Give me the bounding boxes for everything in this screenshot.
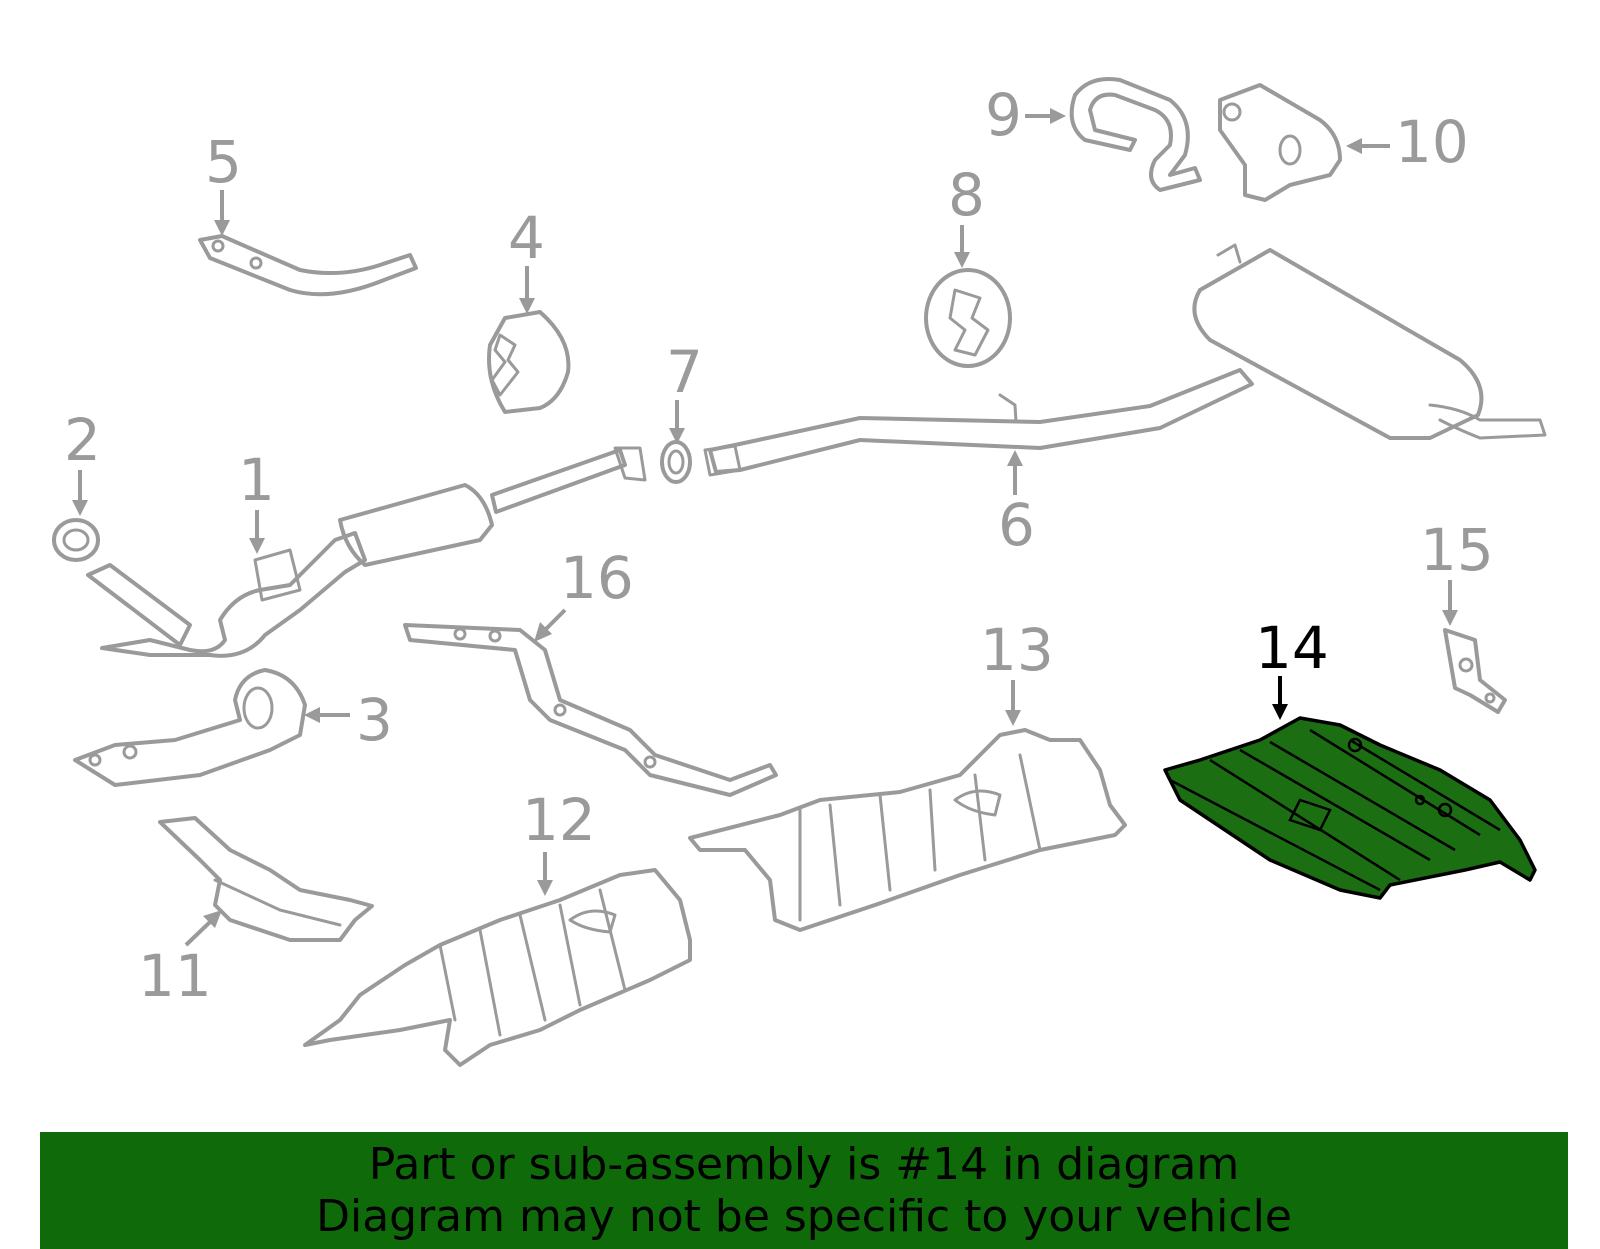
svg-text:4: 4 (508, 204, 545, 272)
svg-text:6: 6 (998, 491, 1035, 559)
callout-1: 1 (238, 446, 275, 554)
part-2-gasket[interactable] (52, 518, 100, 562)
callout-16: 16 (534, 544, 634, 642)
callout-10: 10 (1346, 108, 1469, 176)
callout-14: 14 (1255, 614, 1329, 720)
svg-text:16: 16 (560, 544, 634, 612)
part-16-brace[interactable] (403, 623, 778, 797)
svg-text:13: 13 (980, 616, 1054, 684)
part-11-heat-shield[interactable] (158, 816, 374, 942)
svg-text:10: 10 (1395, 108, 1469, 176)
svg-text:9: 9 (985, 81, 1022, 149)
part-6-center-pipe[interactable] (703, 368, 1254, 477)
info-banner: Part or sub-assembly is #14 in diagram D… (40, 1132, 1568, 1249)
exhaust-parts-diagram: 5 4 2 1 7 (52, 77, 1547, 1067)
svg-text:11: 11 (138, 942, 212, 1010)
svg-text:8: 8 (948, 161, 985, 229)
part-9-hook[interactable] (1069, 77, 1202, 192)
callout-9: 9 (985, 81, 1066, 149)
callout-12: 12 (522, 786, 596, 896)
part-12-heat-shield[interactable] (303, 868, 692, 1067)
svg-text:12: 12 (522, 786, 596, 854)
muffler[interactable] (1192, 243, 1547, 440)
callout-4: 4 (508, 204, 545, 314)
part-8-hanger[interactable] (924, 268, 1012, 368)
svg-text:5: 5 (205, 128, 242, 196)
part-10-bracket[interactable] (1218, 83, 1342, 202)
part-13-heat-shield[interactable] (688, 728, 1127, 932)
svg-text:7: 7 (666, 338, 703, 406)
part-5-bracket[interactable] (198, 234, 418, 297)
callout-6: 6 (998, 450, 1035, 559)
svg-text:2: 2 (64, 406, 101, 474)
callout-3: 3 (304, 686, 393, 754)
callout-15: 15 (1420, 516, 1494, 626)
part-4-hanger[interactable] (487, 310, 571, 414)
part-1-front-pipe[interactable] (86, 446, 647, 658)
callout-8: 8 (948, 161, 985, 268)
part-3-mount[interactable] (73, 668, 307, 787)
svg-text:15: 15 (1420, 516, 1494, 584)
callout-11: 11 (138, 910, 222, 1010)
svg-text:3: 3 (356, 686, 393, 754)
svg-text:14: 14 (1255, 614, 1329, 682)
part-15-bracket[interactable] (1443, 628, 1507, 714)
callout-5: 5 (205, 128, 242, 236)
banner-line-1: Part or sub-assembly is #14 in diagram (368, 1138, 1240, 1190)
part-7-gasket[interactable] (660, 440, 692, 484)
banner-line-2: Diagram may not be specific to your vehi… (316, 1190, 1292, 1242)
callout-2: 2 (64, 406, 101, 516)
part-14-heat-shield-highlighted[interactable] (1163, 716, 1537, 900)
callout-13: 13 (980, 616, 1054, 726)
callout-7: 7 (666, 338, 703, 444)
svg-text:1: 1 (238, 446, 275, 514)
